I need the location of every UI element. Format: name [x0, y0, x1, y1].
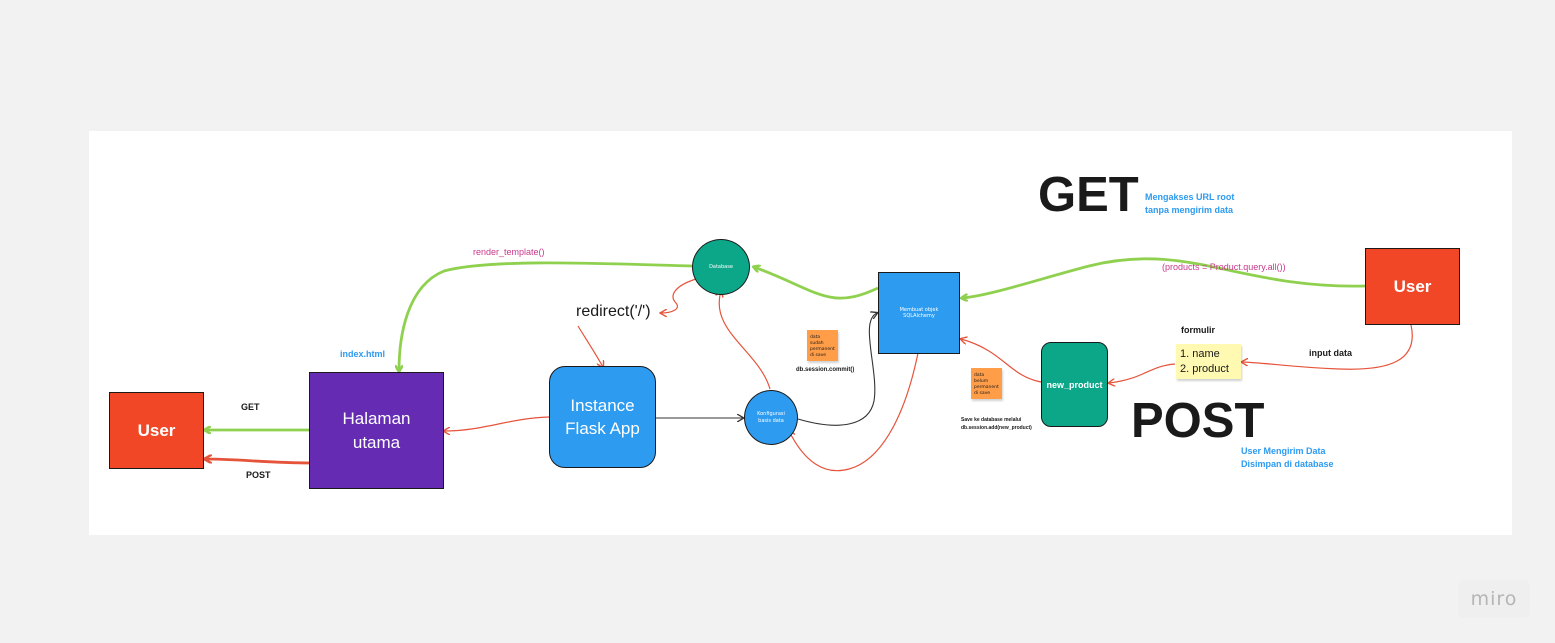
new-product-node[interactable]: new_product [1041, 342, 1108, 427]
arrow-sqlalchemy-to-database [754, 267, 879, 300]
arrow-user-to-formulir [1242, 324, 1413, 370]
redirect-label: redirect('/') [576, 303, 651, 320]
post-desc-line2: Disimpan di database [1241, 459, 1334, 469]
new-product-label: new_product [1046, 379, 1103, 390]
formulir-item-product: 2. product [1180, 363, 1229, 375]
miro-board: User Halaman utama Instance Flask App Da… [89, 131, 1512, 535]
post-title: POST [1131, 394, 1265, 448]
arrow-sqlalchemy-to-konfigurasi [789, 352, 919, 472]
user-right-label: User [1393, 276, 1432, 296]
halaman-utama-label: Halaman utama [342, 408, 411, 452]
arrow-database-to-halaman [399, 261, 693, 371]
post-description: User Mengirim Data Disimpan di database [1241, 445, 1334, 471]
user-right-node[interactable]: User [1365, 248, 1460, 325]
save-add-label: Save ke database melalui db.session.add(… [961, 416, 1032, 432]
query-label: (products = Product.query.all()) [1162, 262, 1286, 272]
flask-app-label: Instance Flask App [565, 396, 640, 438]
arrow-redirect-to-flask [577, 325, 603, 367]
arrow-user-to-sqlalchemy [962, 257, 1366, 298]
sqlalchemy-label: Membuat objek SQLAlchemy [899, 307, 939, 319]
konfigurasi-node[interactable]: Konfigurasi basis data [744, 390, 798, 445]
sticky-formulir-fields[interactable]: 1. name 2. product [1176, 344, 1241, 379]
get-desc-line1: Mengakses URL root [1145, 192, 1235, 202]
konfigurasi-label: Konfigurasi basis data [757, 410, 785, 424]
arrow-konfigurasi-to-database [719, 291, 771, 390]
sticky-data-not-permanent[interactable]: data belum permanent di save [971, 368, 1002, 399]
sticky-data-permanent[interactable]: data sudah permanent di save [807, 330, 838, 361]
arrow-database-to-redirect [661, 278, 697, 313]
connectors-layer [89, 257, 1413, 472]
input-data-label: input data [1309, 348, 1352, 358]
database-label: Database [709, 264, 733, 270]
render-template-label: render_template() [473, 247, 545, 257]
user-left-node[interactable]: User [109, 392, 204, 469]
arrow-flask-to-halaman [444, 416, 551, 431]
get-desc-line2: tanpa mengirim data [1145, 205, 1234, 215]
arrow-newproduct-to-sqlalchemy [961, 339, 1042, 383]
sqlalchemy-node[interactable]: Membuat objek SQLAlchemy [878, 272, 960, 354]
commit-label: db.session.commit() [796, 367, 855, 373]
save-add-line2: db.session.add(new_product) [961, 425, 1032, 431]
arrow-konfigurasi-to-sqlalchemy [797, 313, 877, 426]
post-desc-line1: User Mengirim Data [1241, 446, 1326, 456]
user-left-label: User [137, 420, 176, 440]
formulir-label: formulir [1181, 325, 1216, 335]
miro-watermark: miro [1458, 580, 1530, 618]
flask-app-node[interactable]: Instance Flask App [549, 366, 656, 468]
formulir-item-name: 1. name [1180, 348, 1220, 360]
database-node[interactable]: Database [692, 239, 750, 295]
get-arrow-label: GET [241, 402, 260, 412]
halaman-utama-node[interactable]: Halaman utama [309, 372, 444, 489]
save-add-line1: Save ke database melalui [961, 417, 1022, 423]
get-description: Mengakses URL root tanpa mengirim data [1145, 191, 1234, 217]
arrow-formulir-to-newproduct [1109, 363, 1176, 383]
arrow-halaman-to-user-post [205, 459, 311, 465]
get-title: GET [1038, 168, 1139, 222]
post-arrow-label: POST [246, 470, 271, 480]
index-html-label: index.html [340, 349, 386, 359]
